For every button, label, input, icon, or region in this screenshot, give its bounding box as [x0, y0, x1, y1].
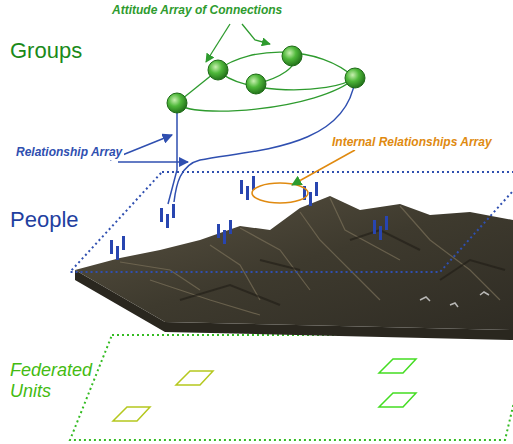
- art-path: [292, 150, 355, 185]
- art-path: [118, 161, 188, 163]
- art-circle: [282, 46, 302, 66]
- art-rect: [110, 240, 113, 254]
- art-rect: [373, 220, 376, 234]
- art-rect: [122, 236, 125, 250]
- art-rect: [385, 216, 388, 230]
- art-path: [120, 198, 500, 315]
- art-polygon: [113, 407, 150, 421]
- array-label: Internal Relationships Array: [330, 136, 494, 150]
- art-circle: [208, 60, 228, 80]
- art-rect: [116, 246, 119, 260]
- relationship-lines: [110, 80, 355, 204]
- art-rect: [217, 224, 220, 238]
- art-circle: [345, 68, 365, 88]
- art-path: [180, 230, 505, 305]
- art-rect: [379, 226, 382, 240]
- layer-title: Federated Units: [10, 360, 100, 401]
- art-path: [206, 24, 230, 62]
- art-rect: [315, 182, 318, 196]
- attitude-lines: [177, 24, 355, 111]
- art-rect: [229, 220, 232, 234]
- art-path: [420, 292, 489, 307]
- layer-title: Groups: [10, 38, 82, 63]
- art-polygon: [70, 335, 513, 440]
- art-rect: [246, 186, 249, 200]
- art-polygon: [379, 393, 416, 407]
- art-rect: [309, 192, 312, 206]
- art-rect: [223, 230, 226, 244]
- art-polygon: [379, 359, 416, 373]
- art-rect: [166, 214, 169, 228]
- people-plane: [70, 172, 513, 272]
- art-circle: [167, 93, 187, 113]
- art-path: [242, 24, 270, 44]
- art-rect: [172, 204, 175, 218]
- art-path: [174, 80, 355, 202]
- art-rect: [160, 208, 163, 222]
- group-spheres: [167, 46, 365, 113]
- art-path: [218, 70, 355, 90]
- art-rect: [240, 180, 243, 194]
- art-ellipse: [252, 183, 308, 203]
- array-label: Relationship Array: [14, 146, 124, 160]
- layer-title: People: [10, 207, 79, 232]
- art-circle: [246, 74, 266, 94]
- people-icons: [110, 176, 388, 260]
- federated-plane: [70, 335, 513, 440]
- array-label: Attitude Array of Connections: [112, 4, 282, 18]
- art-polygon: [176, 371, 213, 385]
- terrain: [75, 196, 513, 340]
- internal-relationship: [252, 150, 355, 203]
